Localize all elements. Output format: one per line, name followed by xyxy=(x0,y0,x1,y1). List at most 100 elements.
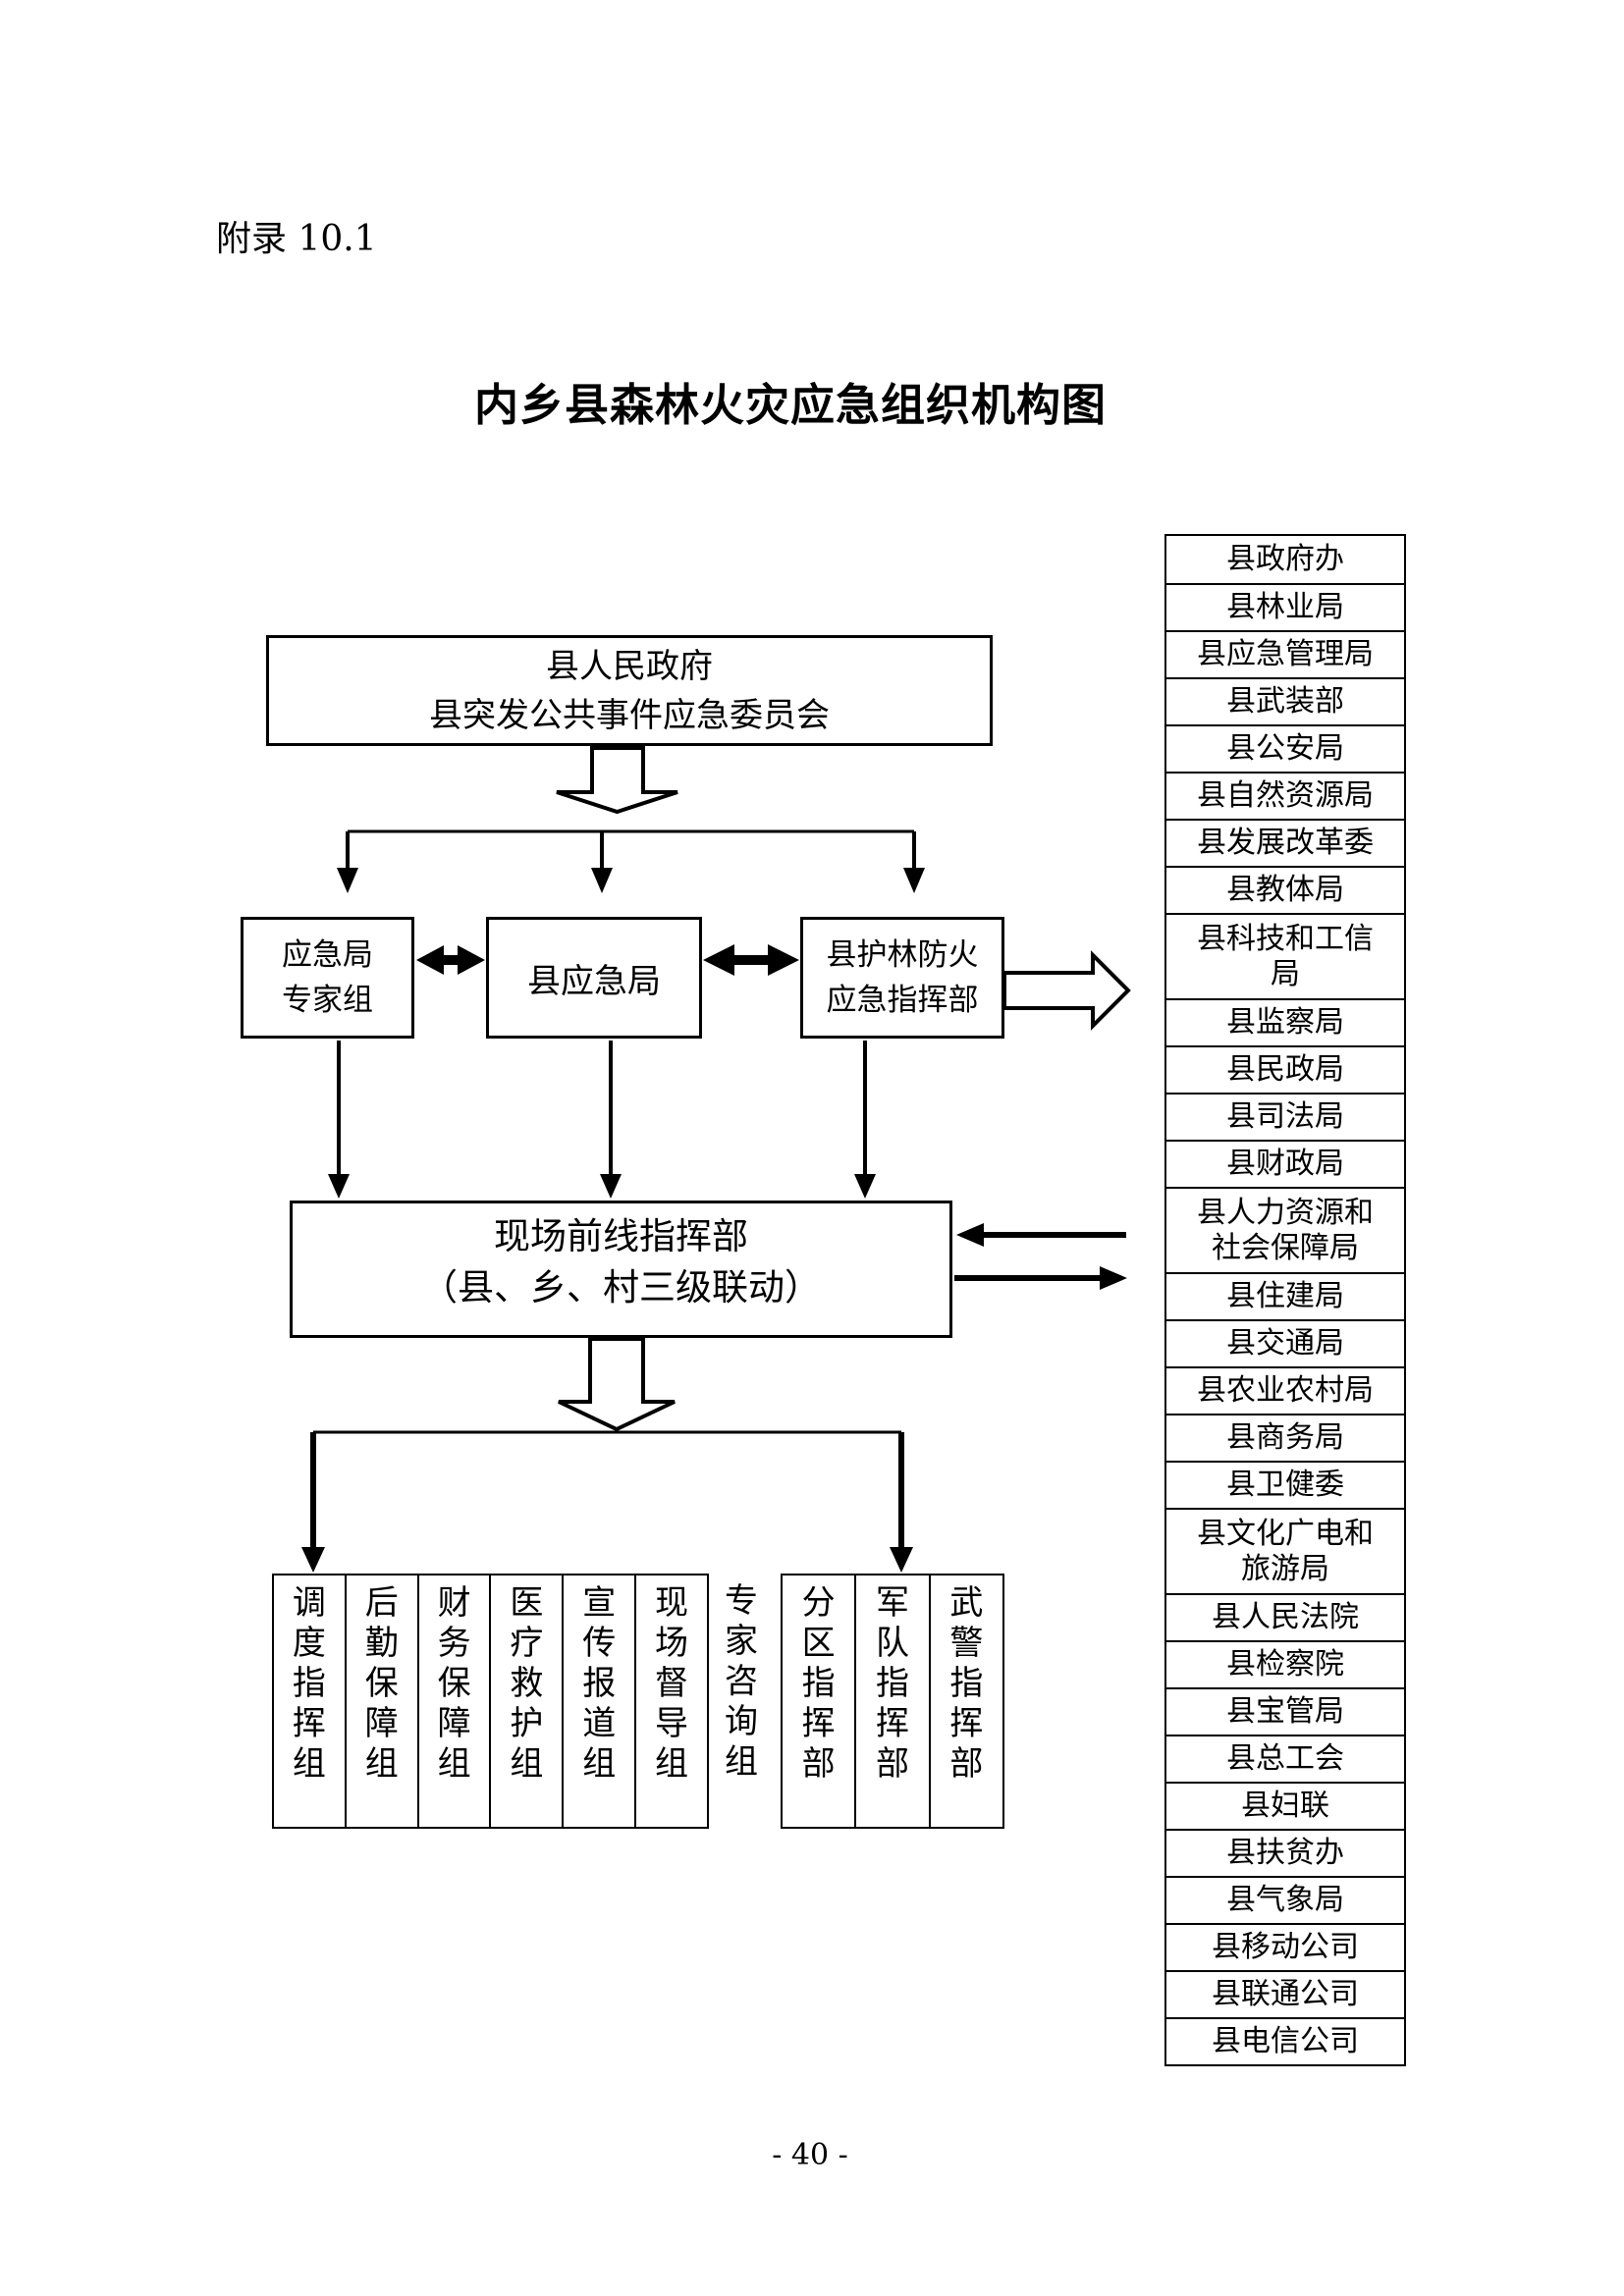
agency-list-table: 县政府办 县林业局 县应急管理局 县武装部 县公安局 县自然资源局 县发展改革委… xyxy=(1164,534,1406,2066)
agency-row: 县自然资源局 xyxy=(1166,772,1404,819)
post-army-command-label: 军队指挥部 xyxy=(875,1583,909,1784)
agency-label: 县移动公司 xyxy=(1212,1930,1359,1964)
agency-row: 县教体局 xyxy=(1166,866,1404,913)
double-arrow-expert-bureau xyxy=(416,945,485,975)
agency-row: 县发展改革委 xyxy=(1166,819,1404,866)
emergency-bureau-box: 县应急局 xyxy=(486,917,702,1039)
agency-label: 县卫健委 xyxy=(1226,1468,1344,1502)
agency-row: 县科技和工信局 xyxy=(1166,913,1404,998)
block-right-arrow xyxy=(1002,950,1131,1031)
expert-group-box: 应急局 专家组 xyxy=(241,917,414,1039)
appendix-label: 附录 10.1 xyxy=(216,219,377,259)
forest-fire-hq-line1: 县护林防火 xyxy=(826,937,979,973)
agency-label: 局 xyxy=(1271,956,1300,991)
agency-label: 县财政局 xyxy=(1226,1147,1344,1181)
agency-label: 县政府办 xyxy=(1226,542,1344,576)
agency-row: 县监察局 xyxy=(1166,998,1404,1045)
agency-label: 县商务局 xyxy=(1226,1420,1344,1455)
agency-row: 县民政局 xyxy=(1166,1045,1404,1093)
agency-label: 县发展改革委 xyxy=(1197,826,1374,860)
field-hq-line1: 现场前线指挥部 xyxy=(494,1215,748,1257)
county-government-line2: 县突发公共事件应急委员会 xyxy=(429,695,830,735)
agency-label: 县宝管局 xyxy=(1226,1694,1344,1729)
agency-label: 县检察院 xyxy=(1226,1647,1344,1682)
post-district-command-label: 分区指挥部 xyxy=(801,1583,836,1784)
agency-row: 县农业农村局 xyxy=(1166,1366,1404,1414)
group-publicity-label: 宣传报道组 xyxy=(582,1583,617,1784)
agency-row: 县卫健委 xyxy=(1166,1461,1404,1508)
agency-label: 县应急管理局 xyxy=(1197,637,1374,671)
agency-label: 县电信公司 xyxy=(1212,2024,1359,2058)
expert-consultation-group: 专家咨询组 xyxy=(720,1574,763,1829)
hq-drop-arrows xyxy=(328,1041,876,1199)
agency-row: 县交通局 xyxy=(1166,1319,1404,1366)
expert-consultation-label: 专家咨询组 xyxy=(725,1581,758,1782)
agency-label: 县公安局 xyxy=(1226,731,1344,766)
block-down-arrow-top xyxy=(556,746,678,815)
forest-fire-hq-line2: 应急指挥部 xyxy=(826,983,979,1018)
agency-row: 县公安局 xyxy=(1166,724,1404,772)
post-armed-police-command-label: 武警指挥部 xyxy=(949,1583,984,1784)
group-finance: 财务保障组 xyxy=(416,1575,490,1827)
agency-row: 县妇联 xyxy=(1166,1782,1404,1829)
county-government-line1: 县人民政府 xyxy=(546,646,713,686)
agency-row: 县宝管局 xyxy=(1166,1687,1404,1735)
group-dispatch-command-label: 调度指挥组 xyxy=(292,1583,326,1784)
page-title: 内乡县森林火灾应急组织机构图 xyxy=(473,379,1107,431)
agency-label: 县妇联 xyxy=(1241,1789,1329,1823)
double-arrow-bureau-forest xyxy=(703,944,799,976)
agency-label: 县教体局 xyxy=(1226,873,1344,907)
agency-label: 县住建局 xyxy=(1226,1279,1344,1313)
group-medical: 医疗救护组 xyxy=(489,1575,562,1827)
agency-row: 县商务局 xyxy=(1166,1414,1404,1461)
agency-label: 县人民法院 xyxy=(1212,1600,1359,1634)
agency-label: 县气象局 xyxy=(1226,1883,1344,1917)
bottom-drop-arrows xyxy=(301,1432,913,1573)
field-hq-box: 现场前线指挥部 （县、乡、村三级联动） xyxy=(290,1201,952,1338)
agency-label: 县人力资源和 xyxy=(1197,1195,1374,1230)
group-medical-label: 医疗救护组 xyxy=(510,1583,544,1784)
group-site-supervision-label: 现场督导组 xyxy=(655,1583,689,1784)
forest-fire-hq-box: 县护林防火 应急指挥部 xyxy=(800,917,1004,1039)
agency-label: 县林业局 xyxy=(1226,590,1344,624)
agency-row: 县总工会 xyxy=(1166,1735,1404,1782)
group-site-supervision: 现场督导组 xyxy=(634,1575,707,1827)
group-dispatch-command: 调度指挥组 xyxy=(274,1575,345,1827)
hq-right-arrow xyxy=(954,1266,1127,1290)
group-logistics: 后勤保障组 xyxy=(344,1575,417,1827)
agency-row: 县司法局 xyxy=(1166,1093,1404,1140)
group-finance-label: 财务保障组 xyxy=(437,1583,471,1784)
working-groups-box: 调度指挥组 后勤保障组 财务保障组 医疗救护组 宣传报道组 现场督导组 xyxy=(272,1574,709,1829)
agency-row: 县住建局 xyxy=(1166,1272,1404,1319)
expert-group-line2: 专家组 xyxy=(282,983,373,1018)
level2-drop-arrows xyxy=(337,831,925,893)
command-posts-box: 分区指挥部 军队指挥部 武警指挥部 xyxy=(781,1574,1004,1829)
group-logistics-label: 后勤保障组 xyxy=(364,1583,399,1784)
agency-label: 县民政局 xyxy=(1226,1052,1344,1087)
agency-row: 县检察院 xyxy=(1166,1640,1404,1687)
post-district-command: 分区指挥部 xyxy=(783,1575,854,1827)
agency-row: 县气象局 xyxy=(1166,1876,1404,1923)
agency-label: 县交通局 xyxy=(1226,1326,1344,1361)
agency-row: 县财政局 xyxy=(1166,1140,1404,1187)
agency-label: 旅游局 xyxy=(1241,1551,1329,1586)
agency-row: 县联通公司 xyxy=(1166,1970,1404,2017)
agency-label: 县司法局 xyxy=(1226,1099,1344,1134)
agency-row: 县文化广电和旅游局 xyxy=(1166,1508,1404,1593)
emergency-bureau-label: 县应急局 xyxy=(527,961,661,1001)
agency-row: 县应急管理局 xyxy=(1166,630,1404,677)
group-publicity: 宣传报道组 xyxy=(562,1575,634,1827)
county-government-box: 县人民政府 县突发公共事件应急委员会 xyxy=(266,635,993,746)
agency-label: 县武装部 xyxy=(1226,684,1344,719)
agency-label: 县扶贫办 xyxy=(1226,1836,1344,1870)
page-number: - 40 - xyxy=(772,2138,848,2172)
field-hq-line2: （县、乡、村三级联动） xyxy=(421,1266,821,1308)
agency-row: 县移动公司 xyxy=(1166,1923,1404,1970)
hq-left-arrow xyxy=(956,1223,1126,1247)
agency-label: 县科技和工信 xyxy=(1197,921,1374,956)
agency-label: 社会保障局 xyxy=(1212,1230,1359,1265)
agency-row: 县人民法院 xyxy=(1166,1593,1404,1640)
agency-row: 县政府办 xyxy=(1166,536,1404,583)
agency-row: 县扶贫办 xyxy=(1166,1829,1404,1876)
